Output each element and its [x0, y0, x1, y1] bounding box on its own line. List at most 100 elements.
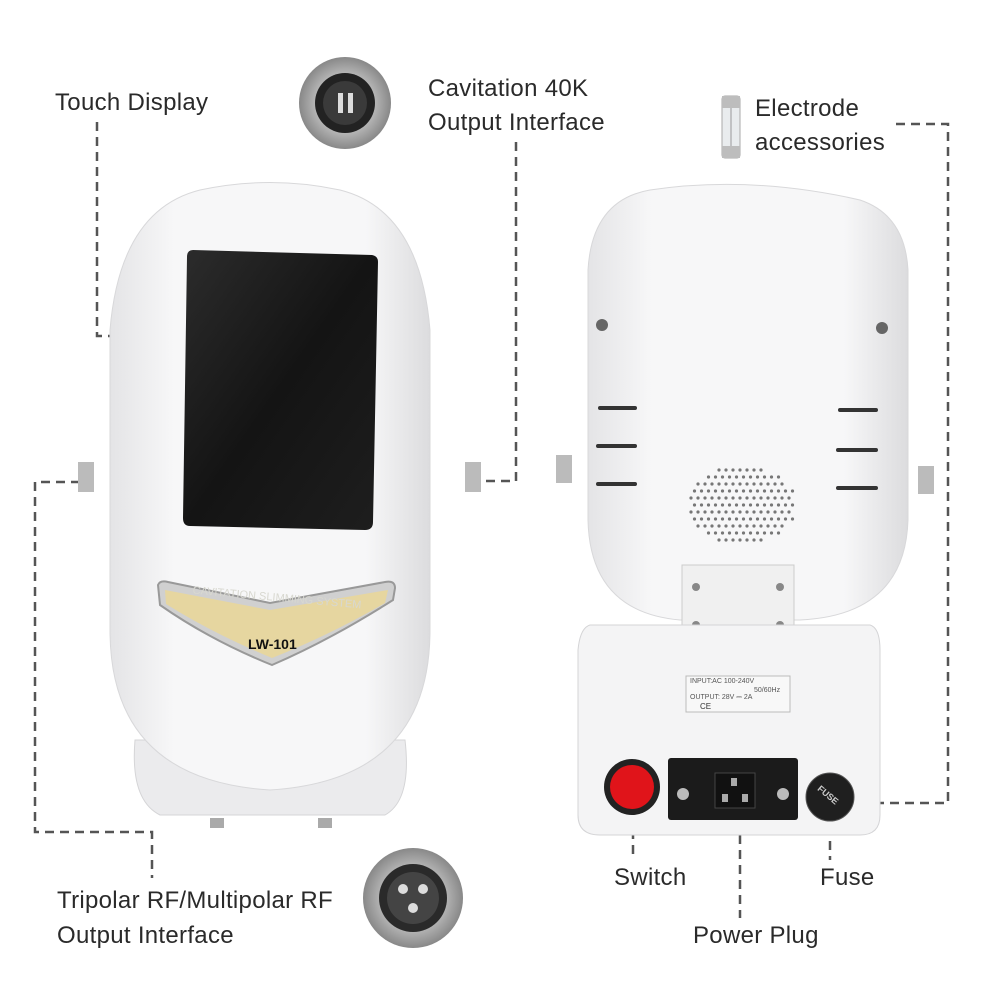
power-switch-button: [610, 765, 654, 809]
speaker-hole: [759, 496, 763, 500]
speaker-hole: [745, 538, 749, 542]
speaker-hole: [762, 489, 767, 493]
speaker-hole: [780, 496, 784, 500]
speaker-hole: [783, 503, 788, 507]
speaker-hole: [692, 503, 697, 507]
speaker-hole: [762, 517, 767, 521]
speaker-hole: [752, 510, 756, 514]
cavitation-label-line2: Output Interface: [428, 109, 605, 136]
speaker-hole: [717, 510, 721, 514]
speaker-hole: [745, 482, 749, 486]
switch-label: Switch: [614, 864, 687, 891]
speaker-hole: [731, 496, 735, 500]
speaker-hole: [706, 531, 711, 535]
speaker-hole: [724, 496, 728, 500]
speaker-hole: [752, 538, 756, 542]
cavitation-label-line1: Cavitation 40K: [428, 75, 589, 102]
speaker-hole: [741, 517, 746, 521]
speaker-hole: [734, 503, 739, 507]
speaker-hole: [755, 517, 760, 521]
speaker-hole: [738, 510, 742, 514]
speaker-hole: [727, 531, 732, 535]
speaker-hole: [769, 503, 774, 507]
speaker-hole: [787, 496, 791, 500]
speaker-hole: [741, 531, 746, 535]
speaker-hole: [755, 531, 760, 535]
speaker-hole: [762, 503, 767, 507]
speaker-hole: [790, 503, 795, 507]
speaker-hole: [776, 475, 781, 479]
front-device: [78, 182, 481, 828]
speaker-hole: [766, 510, 770, 514]
speaker-hole: [692, 517, 697, 521]
speaker-hole: [759, 524, 763, 528]
speaker-hole: [699, 489, 704, 493]
speaker-hole: [738, 468, 742, 472]
speaker-hole: [776, 531, 781, 535]
speaker-hole: [755, 503, 760, 507]
speaker-hole: [717, 482, 721, 486]
speaker-grille: [689, 468, 795, 542]
speaker-hole: [724, 482, 728, 486]
speaker-hole: [727, 517, 732, 521]
speaker-hole: [720, 475, 725, 479]
speaker-hole: [710, 496, 714, 500]
speaker-hole: [738, 496, 742, 500]
speaker-hole: [745, 524, 749, 528]
speaker-hole: [710, 524, 714, 528]
speaker-hole: [724, 538, 728, 542]
speaker-hole: [717, 538, 721, 542]
speaker-hole: [724, 510, 728, 514]
speaker-hole: [727, 489, 732, 493]
speaker-hole: [692, 489, 697, 493]
speaker-hole: [780, 482, 784, 486]
speaker-hole: [790, 489, 795, 493]
speaker-hole: [738, 524, 742, 528]
power-plug-label: Power Plug: [693, 922, 819, 949]
speaker-hole: [713, 517, 718, 521]
speaker-hole: [724, 468, 728, 472]
speaker-hole: [696, 510, 700, 514]
fuse-holder: [805, 772, 855, 822]
speaker-hole: [741, 489, 746, 493]
speaker-hole: [734, 475, 739, 479]
model-label: LW-101: [248, 636, 297, 652]
speaker-hole: [717, 496, 721, 500]
speaker-hole: [696, 482, 700, 486]
speaker-hole: [720, 489, 725, 493]
tripolar-port: [78, 462, 94, 492]
electrode-callout: [848, 122, 950, 805]
speaker-hole: [769, 517, 774, 521]
speaker-hole: [780, 524, 784, 528]
speaker-hole: [706, 489, 711, 493]
speaker-hole: [734, 517, 739, 521]
rating-line-3: OUTPUT: 28V ⎓ 2A: [690, 694, 753, 701]
speaker-hole: [741, 475, 746, 479]
speaker-hole: [773, 510, 777, 514]
touch-display: [183, 250, 378, 530]
speaker-hole: [710, 482, 714, 486]
rating-line-1: INPUT:AC 100-240V: [690, 678, 755, 685]
speaker-hole: [689, 496, 693, 500]
speaker-hole: [766, 496, 770, 500]
speaker-hole: [752, 468, 756, 472]
speaker-hole: [720, 517, 725, 521]
speaker-hole: [699, 503, 704, 507]
speaker-hole: [776, 517, 781, 521]
speaker-hole: [727, 503, 732, 507]
speaker-hole: [741, 503, 746, 507]
speaker-hole: [703, 510, 707, 514]
speaker-hole: [762, 531, 767, 535]
speaker-hole: [773, 482, 777, 486]
speaker-hole: [759, 482, 763, 486]
vent-slots: [596, 406, 878, 490]
speaker-hole: [748, 489, 753, 493]
speaker-hole: [713, 475, 718, 479]
speaker-hole: [755, 489, 760, 493]
speaker-hole: [776, 489, 781, 493]
speaker-hole: [731, 524, 735, 528]
speaker-hole: [766, 482, 770, 486]
speaker-hole: [720, 531, 725, 535]
